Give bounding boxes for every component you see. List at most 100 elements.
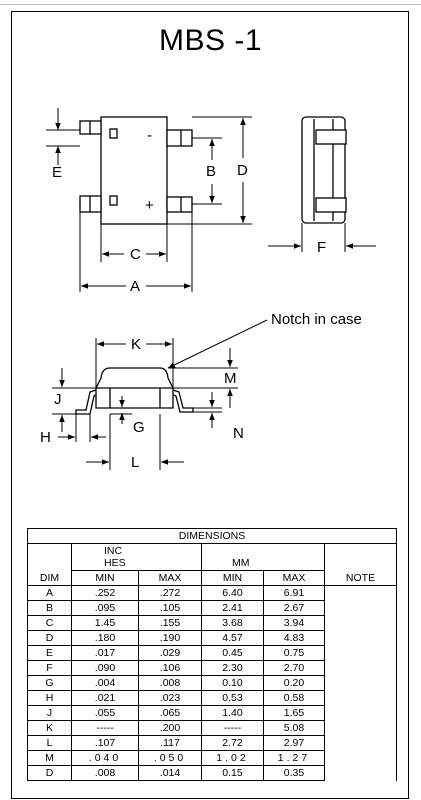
note-cell: [323, 600, 398, 616]
table-cell: .155: [138, 615, 202, 631]
col-dim-header: DIM: [27, 543, 72, 586]
note-cell: [323, 750, 398, 766]
note-cell: [323, 720, 398, 736]
table-cell: .105: [138, 600, 202, 616]
dimensions-table: DIMENSIONS DIM INC HES MM NOTE MIN MAX M…: [26, 528, 398, 781]
table-cell: E: [27, 645, 72, 661]
table-cell: .095: [71, 600, 139, 616]
table-cell: 5.08: [263, 720, 325, 736]
table-cell: 0.53: [201, 690, 264, 706]
table-cell: F: [27, 660, 72, 676]
col-mm-max-header: MAX: [263, 570, 325, 586]
table-cell: 6.40: [201, 585, 264, 601]
table-cell: 4.57: [201, 630, 264, 646]
pin-minus: -: [147, 127, 152, 144]
drawing-frame: [11, 11, 409, 799]
note-cell: [323, 630, 398, 646]
note-cell: [323, 615, 398, 631]
table-row: K-----.200-----5.08: [27, 720, 398, 736]
group-inches-header: INC HES: [71, 543, 202, 571]
note-cell: [323, 645, 398, 661]
table-cell: 2.41: [201, 600, 264, 616]
table-cell: .029: [138, 645, 202, 661]
table-cell: 0.75: [263, 645, 325, 661]
table-cell: 6.91: [263, 585, 325, 601]
table-cell: .023: [138, 690, 202, 706]
table-cell: .065: [138, 705, 202, 721]
note-cell: [323, 585, 398, 601]
table-cell: 0.35: [263, 765, 325, 781]
table-cell: 2.70: [263, 660, 325, 676]
dim-label-d: D: [237, 162, 248, 179]
table-cell: .004: [71, 675, 139, 691]
table-cell: 1.65: [263, 705, 325, 721]
table-cell: 2.97: [263, 735, 325, 751]
table-cell: 2.30: [201, 660, 264, 676]
dim-label-f: F: [317, 239, 326, 256]
table-cell: 3.94: [263, 615, 325, 631]
table-cell: 1.27: [263, 750, 325, 766]
table-cell: .090: [71, 660, 139, 676]
table-cell: D: [27, 630, 72, 646]
table-cell: 4.83: [263, 630, 325, 646]
dim-label-c: C: [130, 246, 141, 263]
table-cell: .117: [138, 735, 202, 751]
table-cell: 2.72: [201, 735, 264, 751]
table-cell: .252: [71, 585, 139, 601]
table-cell: .272: [138, 585, 202, 601]
table-cell: 0.10: [201, 675, 264, 691]
note-cell: [323, 690, 398, 706]
table-cell: 0.15: [201, 765, 264, 781]
dim-label-a: A: [130, 278, 140, 295]
side-view: [52, 319, 268, 470]
table-cell: G: [27, 675, 72, 691]
table-cell: .050: [138, 750, 202, 766]
table-cell: .008: [71, 765, 139, 781]
table-caption: DIMENSIONS: [26, 528, 398, 544]
table-cell: -----: [71, 720, 139, 736]
notch-label: Notch in case: [271, 311, 362, 328]
pin-plus: +: [145, 197, 154, 214]
note-cell: [323, 765, 398, 781]
note-cell: [323, 705, 398, 721]
table-cell: L: [27, 735, 72, 751]
table-cell: .107: [71, 735, 139, 751]
table-cell: .200: [138, 720, 202, 736]
table-cell: 0.20: [263, 675, 325, 691]
end-view: [268, 116, 376, 252]
top-rule: [0, 4, 421, 5]
table-cell: M: [27, 750, 72, 766]
dim-label-g: G: [133, 419, 145, 436]
table-cell: B: [27, 600, 72, 616]
note-cell: [323, 735, 398, 751]
top-view: [46, 108, 252, 292]
table-cell: C: [27, 615, 72, 631]
table-cell: 1.45: [71, 615, 139, 631]
table-cell: 0.58: [263, 690, 325, 706]
package-drawing: E B D C A F - + Notch in case K M J H G …: [40, 108, 376, 471]
table-cell: D: [27, 765, 72, 781]
table-cell: .008: [138, 675, 202, 691]
table-cell: -----: [201, 720, 264, 736]
table-cell: .021: [71, 690, 139, 706]
dim-label-l: L: [131, 454, 139, 471]
dim-label-n: N: [233, 425, 244, 442]
table-cell: A: [27, 585, 72, 601]
col-note-header: NOTE: [323, 543, 398, 586]
page-title: MBS -1: [158, 24, 263, 57]
table-cell: 0.45: [201, 645, 264, 661]
group-mm-header: MM: [201, 543, 325, 571]
table-cell: H: [27, 690, 72, 706]
dim-label-m: M: [224, 370, 237, 387]
table-cell: 3.68: [201, 615, 264, 631]
